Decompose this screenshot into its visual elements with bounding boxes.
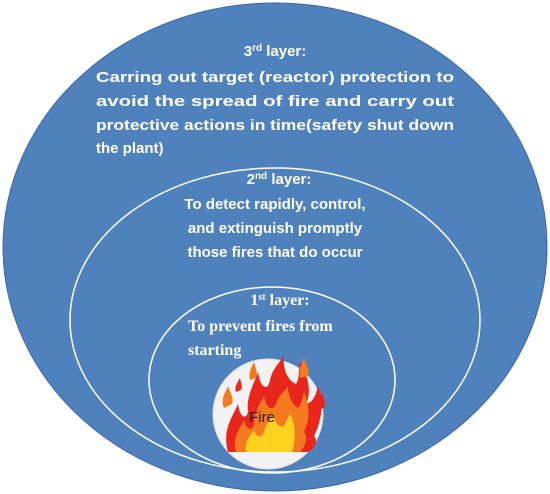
layer2-title: 2nd layer: bbox=[247, 171, 312, 189]
layer3-line-1: Carring out target (reactor) protection … bbox=[96, 69, 454, 86]
layer1-title-sup: st bbox=[258, 292, 266, 303]
layer3-title-sup: rd bbox=[252, 43, 262, 54]
layer2-title-sup: nd bbox=[255, 171, 267, 182]
layer2-title-base: 2 bbox=[247, 171, 255, 188]
layer2-line-1: To detect rapidly, control, bbox=[184, 196, 365, 213]
layer1-line-1: To prevent fires from bbox=[188, 318, 333, 335]
layer1-ellipse bbox=[148, 286, 396, 474]
layer3-title-base: 3 bbox=[244, 43, 252, 60]
layer1-title-base: 1 bbox=[250, 292, 258, 309]
fire-icon bbox=[222, 356, 325, 452]
layer2-line-3: those fires that do occur bbox=[187, 244, 362, 261]
layer3-line-3: protective actions in time(safety shut d… bbox=[96, 117, 454, 134]
layer1-title: 1st layer: bbox=[250, 292, 309, 310]
layer3-title-rest: layer: bbox=[262, 43, 306, 60]
fire-label: Fire bbox=[249, 409, 275, 426]
layer2-title-rest: layer: bbox=[267, 171, 311, 188]
layer3-line-4: the plant) bbox=[96, 140, 164, 157]
layer1-title-rest: layer: bbox=[266, 292, 310, 309]
layer3-title: 3rd layer: bbox=[244, 43, 307, 61]
layer2-ellipse bbox=[69, 167, 481, 473]
layer2-line-2: and extinguish promptly bbox=[188, 220, 363, 237]
layer1-line-2: starting bbox=[188, 342, 241, 359]
layer3-line-2: avoid the spread of fire and carry out bbox=[96, 93, 454, 110]
